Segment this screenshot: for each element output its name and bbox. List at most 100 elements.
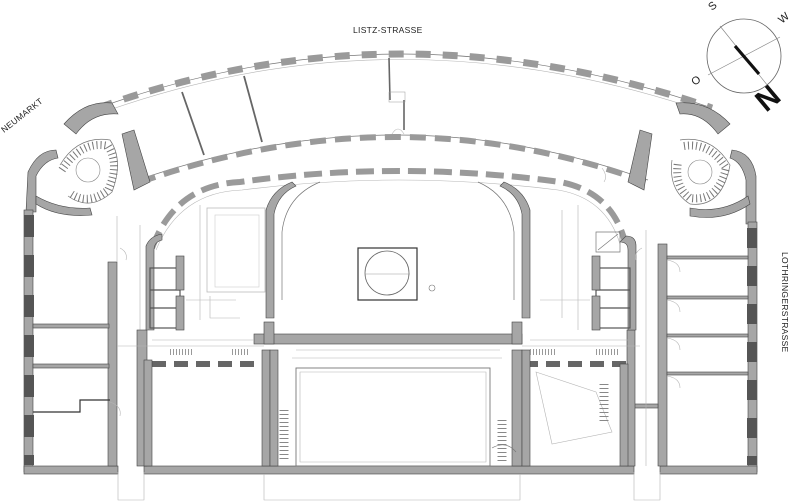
stage-front-lines (292, 349, 502, 359)
compass-letter-o: O (689, 73, 704, 88)
west-stair-tower (25, 102, 151, 216)
south-west-block-wall-left (143, 359, 153, 467)
west-room-divider-2 (32, 363, 110, 369)
south-center-hall-inner (299, 371, 487, 463)
building-outline (23, 209, 758, 501)
east-core-wall (619, 235, 637, 331)
central-stage-right-curve (477, 181, 515, 300)
east-doors (666, 259, 681, 389)
partition-1 (181, 91, 205, 156)
auditorium-arc-piers (149, 168, 628, 250)
west-core (145, 205, 266, 331)
partition-2 (243, 75, 263, 143)
south-entrance-west (117, 472, 145, 501)
central-stage-right-wall (499, 181, 531, 319)
compass-letter-w: W (776, 10, 792, 26)
east-room-divider-1 (666, 255, 749, 260)
west-core-pillar-2 (175, 295, 185, 331)
stage-front-pillar-right (511, 321, 523, 345)
auditorium-arc-line (155, 179, 621, 251)
compass-letter-n: N (749, 79, 787, 118)
east-room-divider-2 (666, 295, 749, 300)
compass-letter-s: S (706, 0, 719, 13)
west-core-box (206, 207, 266, 293)
partition-door (388, 91, 406, 103)
west-core-wall (145, 233, 163, 331)
south-center-wall-right (511, 349, 523, 467)
compass-circle (706, 18, 782, 94)
central-square (357, 247, 418, 301)
east-corner-arc (689, 195, 751, 218)
door-swings (119, 128, 643, 261)
street-label-east: LOTHRINGERSTRASSE (780, 252, 790, 353)
street-label-north: LISTZ-STRASSE (353, 25, 423, 35)
east-tower-inner (627, 129, 653, 191)
east-stair-core (687, 159, 713, 185)
west-tower-inner (121, 129, 151, 191)
west-core-lines (186, 205, 240, 320)
south-east-block-wall-left (521, 349, 531, 467)
east-core (540, 205, 637, 331)
south-east-angled-room (535, 371, 613, 445)
south-center-hall (295, 367, 491, 467)
east-stair-curve (671, 138, 731, 205)
west-room-notch (33, 399, 110, 413)
west-wing-corridor (116, 216, 141, 466)
east-core-lines (540, 205, 590, 330)
east-wing (626, 230, 749, 467)
west-stair-curve (59, 138, 118, 204)
corridor-wall (137, 134, 649, 185)
east-stair-tower (627, 102, 757, 225)
corridor-details (117, 128, 643, 355)
outer-facade-line-b (100, 59, 710, 114)
south-blocks (143, 349, 630, 467)
west-stair-core (75, 157, 101, 183)
east-outer-corner (729, 149, 757, 225)
east-tower-wall (675, 102, 731, 135)
east-core-pillar-1 (591, 255, 601, 291)
corridor-detail-west (117, 339, 264, 347)
west-corner-arc (35, 195, 93, 216)
west-tower-wall (63, 102, 119, 135)
east-room-divider-3 (666, 333, 749, 338)
central-stage (253, 181, 531, 359)
east-wing-inner-wall (657, 243, 668, 467)
south-wall-west (23, 465, 119, 475)
west-stair-steps (58, 141, 118, 203)
west-room-divider-1 (32, 323, 110, 329)
south-wall-mid (143, 465, 635, 475)
partition-3 (388, 57, 391, 101)
central-circle (364, 250, 410, 296)
compass-needle (733, 44, 761, 76)
west-wing (32, 216, 148, 467)
south-entrance-east (633, 472, 661, 501)
east-room-divider-5 (631, 403, 659, 409)
east-room-divider-4 (666, 371, 749, 376)
south-center-wall-left (269, 349, 279, 467)
south-east-block-wall-right (619, 363, 629, 467)
south-west-block-wall-right (261, 349, 271, 467)
central-dot (428, 284, 436, 292)
east-stair-steps (673, 141, 731, 203)
east-core-room (595, 267, 631, 329)
outer-facade-piers (96, 50, 714, 112)
street-label-west: NEUMARKT (0, 96, 45, 135)
radial-partitions (181, 57, 406, 156)
auditorium-arc (149, 168, 628, 251)
south-wall-east (659, 465, 758, 475)
west-core-box-inner (214, 214, 260, 288)
west-door-1 (109, 401, 121, 417)
compass: S W O N (689, 0, 792, 118)
central-stage-left-curve (281, 181, 321, 300)
west-wing-inner-wall (107, 261, 118, 467)
east-core-stair (595, 231, 621, 253)
corridor-wall-piers (139, 134, 648, 185)
central-stage-left-wall (265, 181, 297, 319)
outer-facade (96, 50, 714, 114)
south-entrance-mid (263, 474, 521, 501)
west-outer-corner (25, 149, 59, 213)
stage-front-pillar-left (263, 321, 275, 345)
south-stair-curve (491, 444, 517, 453)
corridor-detail-east (522, 339, 640, 347)
